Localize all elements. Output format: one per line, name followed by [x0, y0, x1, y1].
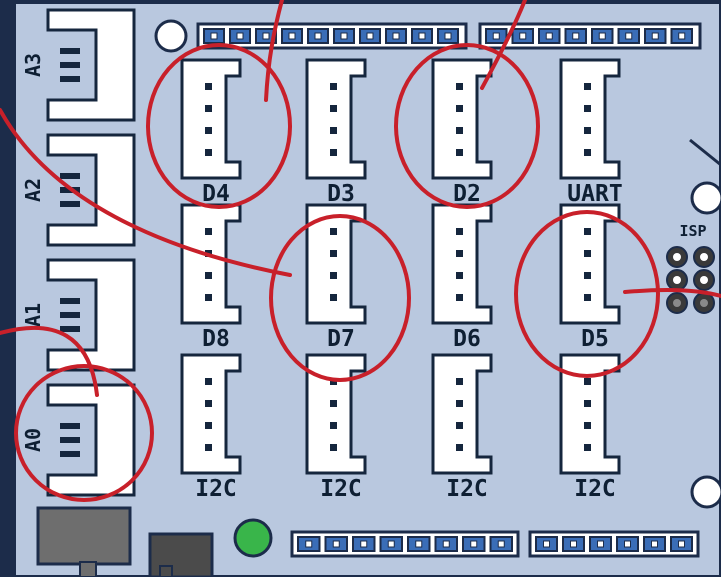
wire-a0 — [0, 325, 99, 397]
board-edge-notch — [689, 138, 721, 167]
wire-d5 — [623, 287, 721, 298]
highlight-ellipse-d2 — [394, 43, 540, 209]
analog-port-label: A3 — [21, 53, 45, 77]
analog-port-label: A1 — [21, 303, 45, 327]
grove-port-i2c: I2C — [431, 353, 493, 502]
digital-header-left — [196, 22, 468, 50]
isp-header: ISP — [666, 222, 715, 314]
grove-port-i2c: I2C — [305, 353, 367, 502]
grove-port-label: D6 — [453, 326, 481, 352]
highlight-ellipse-d4 — [146, 43, 292, 209]
grove-port-i2c: I2C — [559, 353, 621, 502]
highlight-ellipse-d7 — [269, 214, 411, 382]
highlight-ellipse-d5 — [514, 210, 660, 378]
digital-header-right — [478, 22, 702, 50]
grove-port-label: D4 — [202, 181, 230, 207]
mounting-hole-top-left — [154, 19, 188, 53]
grove-port-label: UART — [567, 181, 622, 207]
grove-port-label: D5 — [581, 326, 609, 352]
grove-port-label: D7 — [327, 326, 355, 352]
isp-pin — [693, 292, 715, 314]
power-led — [233, 518, 273, 558]
highlight-ellipse-a0 — [14, 364, 154, 502]
analog-header-left — [290, 530, 520, 558]
grove-port-d7: D7 — [305, 203, 367, 352]
isp-label: ISP — [679, 222, 706, 240]
grove-port-label: I2C — [195, 476, 237, 502]
grove-port-d5: D5 — [559, 203, 621, 352]
grove-port-label: I2C — [446, 476, 488, 502]
mounting-hole-right-upper — [690, 181, 721, 215]
analog-port-label: A2 — [21, 178, 45, 202]
isp-pin — [693, 269, 715, 291]
analog-header-right — [528, 530, 700, 558]
grove-port-uart: UART — [559, 58, 623, 207]
grove-port-label: D2 — [453, 181, 481, 207]
isp-pin — [666, 292, 688, 314]
grove-port-d4: D4 — [180, 58, 242, 207]
grove-port-a0: A0 — [21, 383, 136, 497]
grove-port-label: D8 — [202, 326, 230, 352]
analog-port-label: A0 — [21, 428, 45, 452]
grove-port-d6: D6 — [431, 203, 493, 352]
mounting-hole-right-lower — [690, 475, 721, 509]
isp-pin — [693, 246, 715, 268]
grove-port-a3: A3 — [21, 8, 136, 122]
isp-pin — [666, 269, 688, 291]
wire-d7 — [0, 108, 292, 277]
grove-port-label: I2C — [320, 476, 362, 502]
grove-port-label: D3 — [327, 181, 355, 207]
grove-port-d8: D8 — [180, 203, 242, 352]
wire-d4 — [264, 0, 284, 102]
grove-port-d3: D3 — [305, 58, 367, 207]
voltage-switch — [148, 532, 214, 577]
isp-pin — [666, 246, 688, 268]
power-jack — [36, 506, 132, 577]
wire-d2 — [480, 0, 527, 90]
grove-port-d2: D2 — [431, 58, 493, 207]
grove-port-i2c: I2C — [180, 353, 242, 502]
grove-port-label: I2C — [574, 476, 616, 502]
grove-port-a1: A1 — [21, 258, 136, 372]
